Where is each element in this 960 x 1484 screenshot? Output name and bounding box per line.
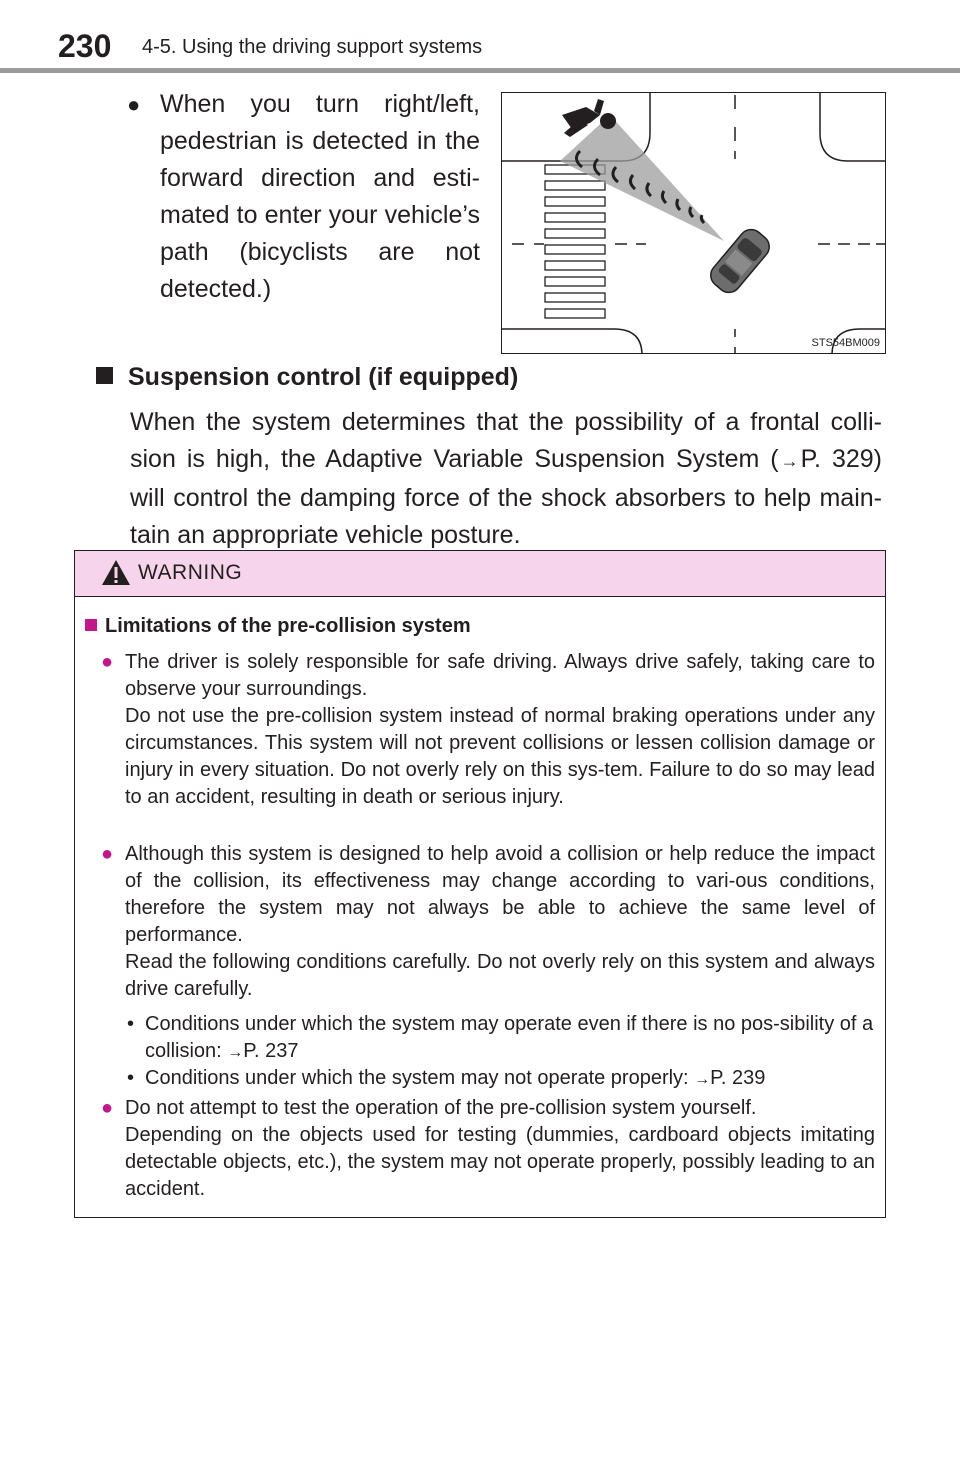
header-divider <box>0 68 960 73</box>
warning-subheading-text: Limitations of the pre-collision system <box>105 615 471 637</box>
pedestrian-turn-illustration: STS54BM009 <box>501 92 886 354</box>
bullet-dot-icon: ● <box>101 843 114 865</box>
page-reference-link[interactable]: P. 239 <box>710 1067 766 1089</box>
bullet-text: When you turn right/left, pedestrian is … <box>160 90 480 303</box>
square-bullet-icon <box>96 367 113 384</box>
page-header: 230 4-5. Using the driving support syste… <box>0 0 960 76</box>
page-reference-link[interactable]: P. 237 <box>243 1040 299 1062</box>
warning-triangle-icon <box>102 560 130 585</box>
condition-text: Conditions under which the system may no… <box>145 1065 877 1093</box>
page-reference-link[interactable]: P. 329 <box>800 445 874 473</box>
condition-item-improper-operation: • Conditions under which the system may … <box>127 1065 877 1093</box>
pedestrian-detection-bullet: ● When you turn right/left, pedestrian i… <box>127 86 480 308</box>
warning-item-text: Read the following conditions carefully.… <box>125 951 875 1000</box>
warning-item-driver-responsibility: ● The driver is solely responsible for s… <box>101 649 875 811</box>
warning-item-text: Depending on the objects used for testin… <box>125 1124 875 1200</box>
warning-header: WARNING <box>75 551 885 597</box>
suspension-paragraph: When the system determines that the poss… <box>130 404 882 554</box>
square-bullet-icon <box>85 619 97 631</box>
figure-code: STS54BM009 <box>811 337 880 349</box>
bullet-dot-icon: ● <box>101 1097 114 1119</box>
suspension-text-end: ) will control the damping force of the … <box>130 445 882 549</box>
warning-item-text: The driver is solely responsible for saf… <box>125 651 875 700</box>
small-bullet-icon: • <box>127 1013 135 1035</box>
suspension-heading: Suspension control (if equipped) <box>96 363 518 392</box>
suspension-heading-text: Suspension control (if equipped) <box>128 363 519 391</box>
page-number: 230 <box>58 28 112 64</box>
section-title: 4-5. Using the driving support systems <box>142 36 483 58</box>
bullet-dot-icon: ● <box>127 92 141 117</box>
warning-subheading: Limitations of the pre-collision system <box>85 615 471 638</box>
condition-description: Conditions under which the system may op… <box>145 1013 874 1062</box>
warning-item-text: Do not use the pre-collision system inst… <box>125 705 875 808</box>
intersection-diagram <box>502 93 885 353</box>
condition-description: Conditions under which the system may no… <box>145 1067 695 1089</box>
reference-arrow-icon: → <box>694 1071 711 1088</box>
warning-item-effectiveness: ● Although this system is designed to he… <box>101 841 875 1003</box>
warning-item-do-not-test: ● Do not attempt to test the operation o… <box>101 1095 875 1203</box>
warning-box: WARNING Limitations of the pre-collision… <box>74 550 886 1218</box>
bullet-dot-icon: ● <box>101 651 114 673</box>
small-bullet-icon: • <box>127 1067 135 1089</box>
warning-item-text: Although this system is designed to help… <box>125 843 875 946</box>
condition-text: Conditions under which the system may op… <box>145 1011 877 1066</box>
reference-arrow-icon: → <box>780 451 799 471</box>
reference-arrow-icon: → <box>227 1044 244 1061</box>
warning-item-text: Do not attempt to test the operation of … <box>125 1097 757 1119</box>
condition-item-unnecessary-operation: • Conditions under which the system may … <box>127 1011 877 1066</box>
suspension-text-start: When the system determines that the poss… <box>130 408 882 473</box>
warning-title: WARNING <box>138 561 243 584</box>
